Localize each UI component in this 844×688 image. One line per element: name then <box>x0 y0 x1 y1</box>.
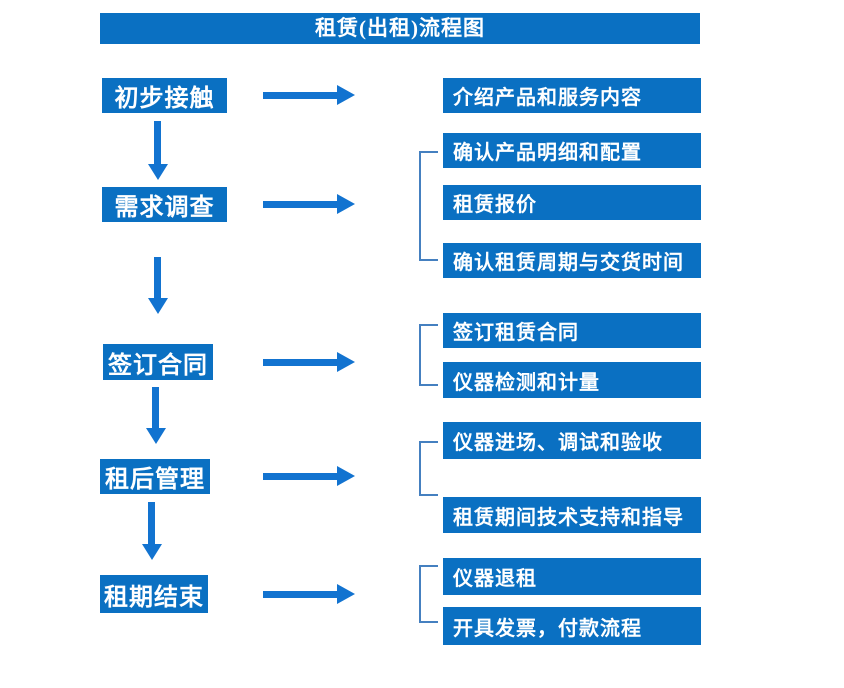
right-arrow-icon <box>263 85 355 105</box>
right-arrow-icon <box>263 194 355 214</box>
arrow-head <box>337 194 355 214</box>
down-arrow-icon <box>146 387 166 444</box>
flowchart-title: 租赁(出租)流程图 <box>100 13 700 44</box>
output-box-invoicing-payment-process: 开具发票，付款流程 <box>443 607 701 645</box>
arrow-shaft <box>154 257 161 298</box>
arrow-head <box>148 164 168 180</box>
output-box-instrument-testing-metering: 仪器检测和计量 <box>443 362 701 398</box>
arrow-shaft <box>263 201 339 208</box>
arrow-shaft <box>263 473 339 480</box>
arrow-shaft <box>263 591 339 598</box>
arrow-head <box>148 298 168 314</box>
group-bracket <box>419 324 438 386</box>
arrow-shaft <box>263 359 339 366</box>
output-box-introduce-products-services: 介绍产品和服务内容 <box>443 78 701 113</box>
arrow-head <box>142 544 162 560</box>
arrow-head <box>146 428 166 444</box>
output-box-instrument-arrival-debug-acceptance: 仪器进场、调试和验收 <box>443 422 701 459</box>
output-box-confirm-rental-period-delivery: 确认租赁周期与交货时间 <box>443 243 701 278</box>
output-box-sign-rental-contract: 签订租赁合同 <box>443 313 701 348</box>
group-bracket <box>419 441 438 496</box>
output-box-rental-quote: 租赁报价 <box>443 185 701 220</box>
output-box-instrument-return: 仪器退租 <box>443 558 701 595</box>
right-arrow-icon <box>263 352 355 372</box>
stage-box-initial-contact: 初步接触 <box>102 78 227 113</box>
right-arrow-icon <box>263 466 355 486</box>
stage-box-contract-signing: 签订合同 <box>103 344 213 380</box>
arrow-head <box>337 352 355 372</box>
arrow-head <box>337 584 355 604</box>
arrow-head <box>337 85 355 105</box>
stage-box-post-rental-management: 租后管理 <box>100 459 210 494</box>
arrow-head <box>337 466 355 486</box>
output-box-confirm-product-details-config: 确认产品明细和配置 <box>443 133 701 168</box>
down-arrow-icon <box>148 121 168 180</box>
right-arrow-icon <box>263 584 355 604</box>
down-arrow-icon <box>142 502 162 560</box>
output-box-rental-tech-support-guidance: 租赁期间技术支持和指导 <box>443 497 701 533</box>
arrow-shaft <box>154 121 161 164</box>
arrow-shaft <box>263 92 339 99</box>
arrow-shaft <box>152 387 159 428</box>
group-bracket <box>419 565 438 623</box>
arrow-shaft <box>148 502 155 544</box>
stage-box-lease-end: 租期结束 <box>100 575 208 613</box>
down-arrow-icon <box>148 257 168 314</box>
group-bracket <box>419 151 438 261</box>
stage-box-demand-survey: 需求调查 <box>102 187 227 222</box>
